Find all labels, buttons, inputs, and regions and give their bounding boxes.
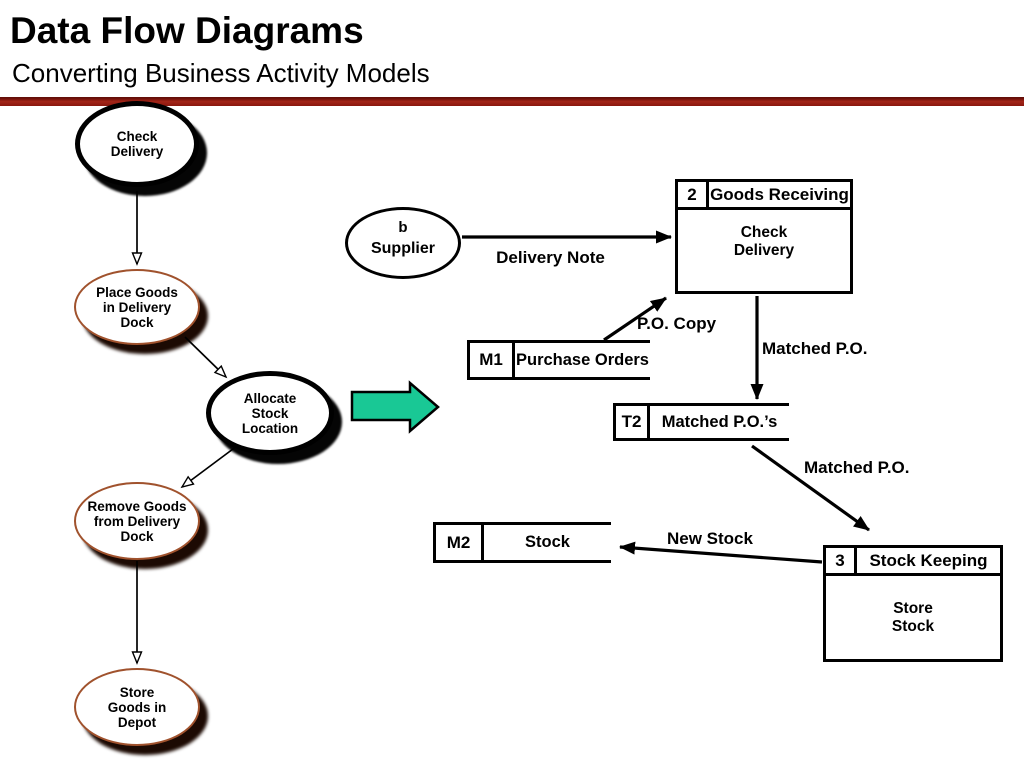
process-stock-keeping: 3 Stock Keeping Store Stock	[823, 545, 1003, 662]
process-goods-receiving: 2 Goods Receiving Check Delivery	[675, 179, 853, 294]
activity-node-place-goods: Place Goods in Delivery Dock	[74, 269, 200, 345]
process-header: 2 Goods Receiving	[678, 182, 850, 210]
flow-label-po-copy: P.O. Copy	[637, 314, 717, 333]
flow-label-matched-po-2: Matched P.O.	[804, 458, 910, 477]
external-entity-label: Supplier	[370, 240, 435, 257]
flow-label-new-stock: New Stock	[667, 529, 753, 548]
datastore-t2: T2 Matched P.O.’s	[613, 403, 789, 441]
activity-node-allocate-stock: Allocate Stock Location	[206, 371, 334, 455]
datastore-m1: M1 Purchase Orders	[467, 340, 650, 380]
activity-node-label: Allocate Stock Location	[241, 390, 299, 436]
datastore-label: Stock	[484, 522, 611, 563]
external-entity-supplier: b Supplier	[345, 207, 461, 279]
process-name: Stock Keeping	[869, 550, 988, 570]
datastore-id: T2	[613, 403, 650, 441]
process-header: 3 Stock Keeping	[826, 548, 1000, 576]
process-action: Check Delivery	[733, 223, 795, 259]
datastore-id: M2	[433, 522, 484, 563]
external-entity-id: b	[398, 219, 408, 236]
process-number: 2	[678, 182, 709, 207]
process-action: Store Stock	[891, 599, 935, 635]
activity-node-remove-goods: Remove Goods from Delivery Dock	[74, 482, 200, 560]
activity-node-label: Place Goods in Delivery Dock	[96, 284, 178, 330]
activity-arrow-2	[184, 336, 226, 377]
title-rule	[0, 97, 1024, 106]
flow-label-delivery-note: Delivery Note	[496, 248, 605, 267]
datastore-id: M1	[467, 340, 515, 380]
process-number: 3	[826, 548, 857, 573]
activity-node-store-goods: Store Goods in Depot	[74, 668, 200, 746]
flow-label-matched-po-1: Matched P.O.	[762, 339, 868, 358]
datastore-m2: M2 Stock	[433, 522, 611, 563]
page-title: Data Flow Diagrams	[10, 10, 364, 51]
process-name: Goods Receiving	[710, 184, 849, 204]
transform-arrow	[350, 380, 440, 434]
flow-arrow-new-stock	[619, 541, 823, 564]
activity-node-check-delivery: Check Delivery	[75, 101, 199, 187]
page-subtitle: Converting Business Activity Models	[12, 58, 430, 88]
activity-node-label: Store Goods in Depot	[107, 684, 167, 730]
datastore-label: Purchase Orders	[515, 340, 650, 380]
activity-arrow-3	[182, 445, 238, 487]
activity-node-label: Check Delivery	[110, 129, 164, 159]
datastore-label: Matched P.O.’s	[650, 403, 789, 441]
activity-node-label: Remove Goods from Delivery Dock	[87, 498, 187, 544]
